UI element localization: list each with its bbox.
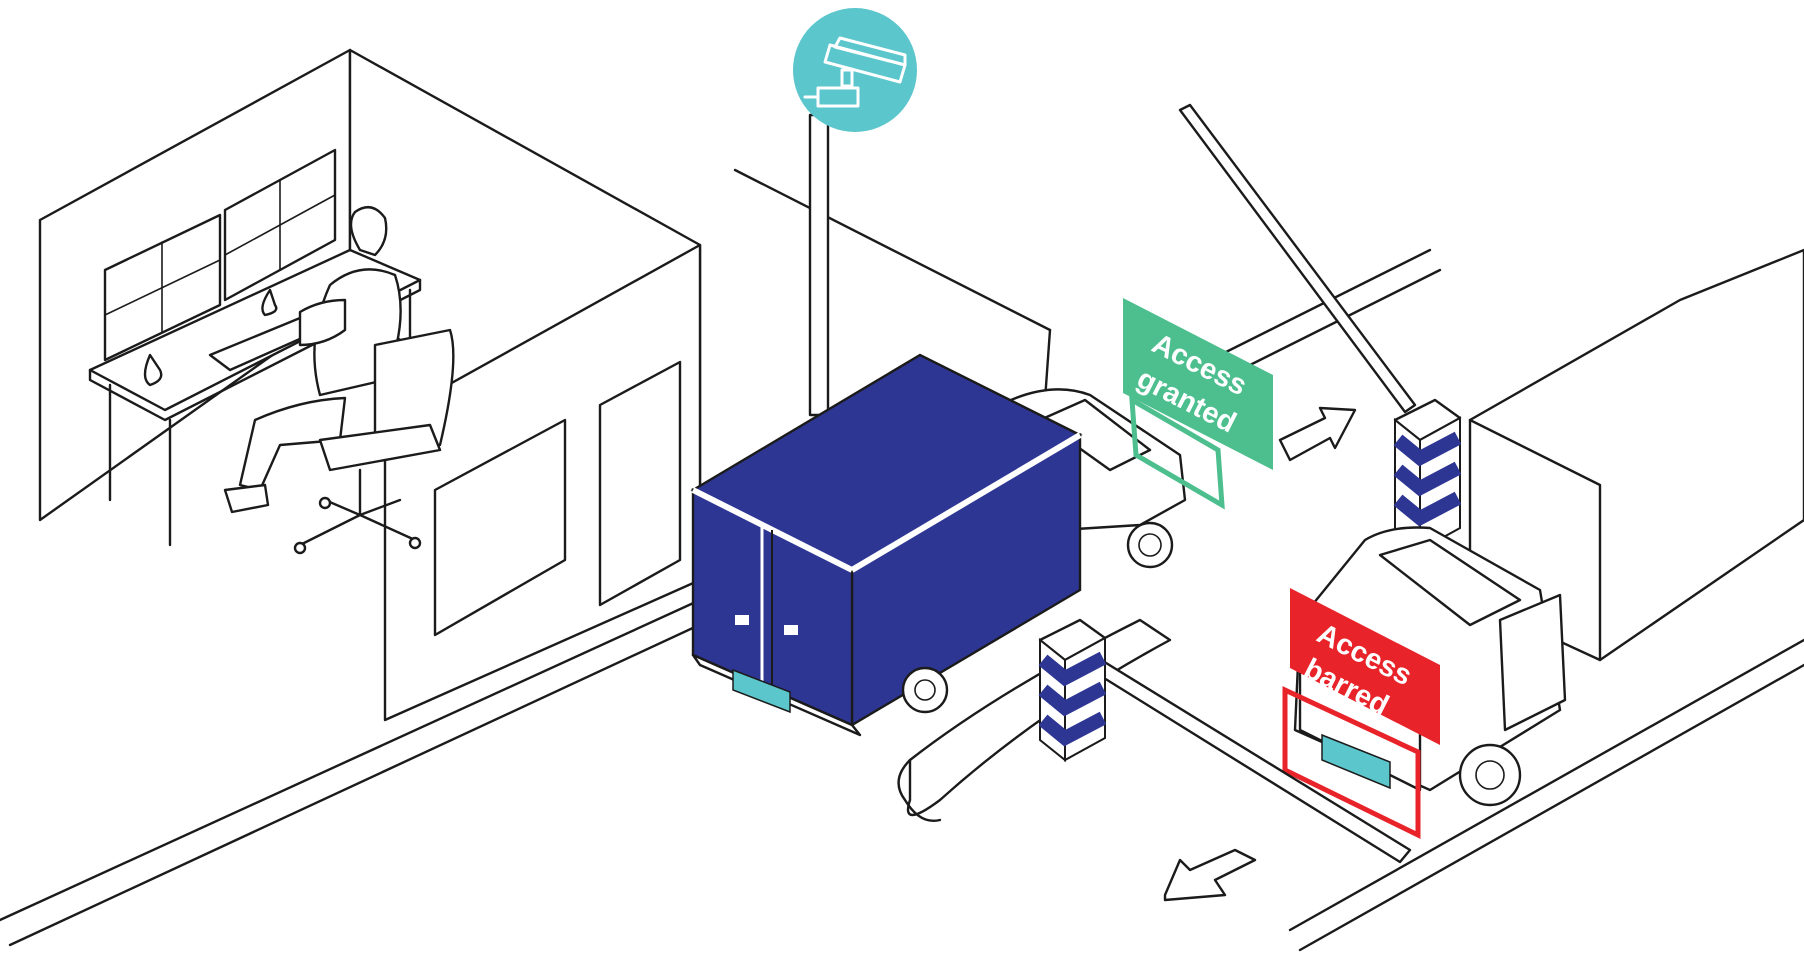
license-plate [732, 668, 791, 714]
arrow-down-left-icon [1163, 848, 1257, 902]
booth-door [598, 360, 682, 607]
camera-pole [808, 113, 830, 417]
booth-window [433, 418, 567, 637]
barrier-post-front [1038, 618, 1107, 763]
license-plate-front [1321, 733, 1391, 790]
blue-box-truck [690, 353, 1083, 737]
monitors [103, 148, 337, 387]
access-barred-sign: Access barred [1282, 588, 1440, 840]
arrow-right-icon [1278, 406, 1357, 462]
white-box-truck [1293, 248, 1804, 807]
cctv-camera-badge [793, 8, 917, 132]
cctv-camera-icon [803, 36, 907, 108]
raised-barrier-arm [1178, 103, 1417, 414]
office-chair [293, 328, 455, 555]
